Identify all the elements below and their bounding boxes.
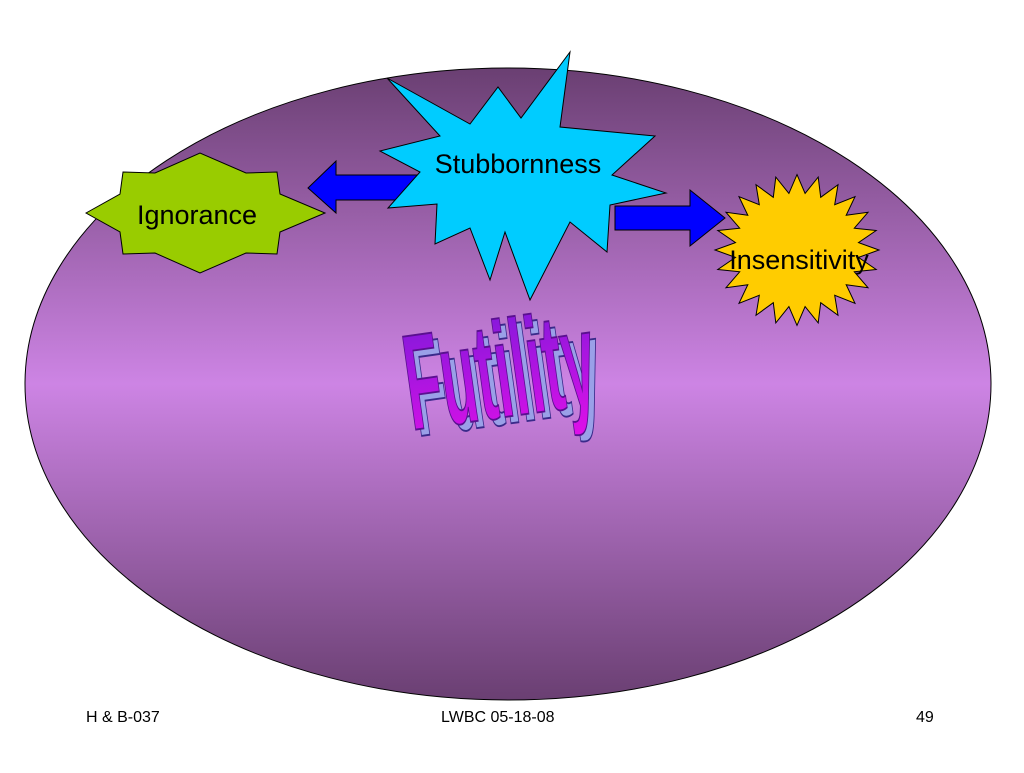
insensitivity-label: Insensitivity bbox=[729, 245, 869, 275]
insensitivity-shape bbox=[713, 173, 881, 327]
footer-page-number: 49 bbox=[916, 709, 934, 726]
stubbornness-label: Stubbornness bbox=[435, 149, 602, 179]
footer-center-text: LWBC 05-18-08 bbox=[441, 709, 555, 726]
ignorance-shape bbox=[84, 152, 327, 274]
ignorance-label: Ignorance bbox=[137, 200, 257, 230]
futility-wordart-text: Futility bbox=[395, 283, 604, 460]
futility-wordart: Futility Futility bbox=[394, 282, 611, 467]
futility-wordart-shadow: Futility bbox=[401, 289, 610, 466]
arrow-to-insensitivity bbox=[614, 188, 726, 248]
footer-left-text: H & B-037 bbox=[86, 709, 160, 726]
stubbornness-shape bbox=[378, 50, 668, 302]
